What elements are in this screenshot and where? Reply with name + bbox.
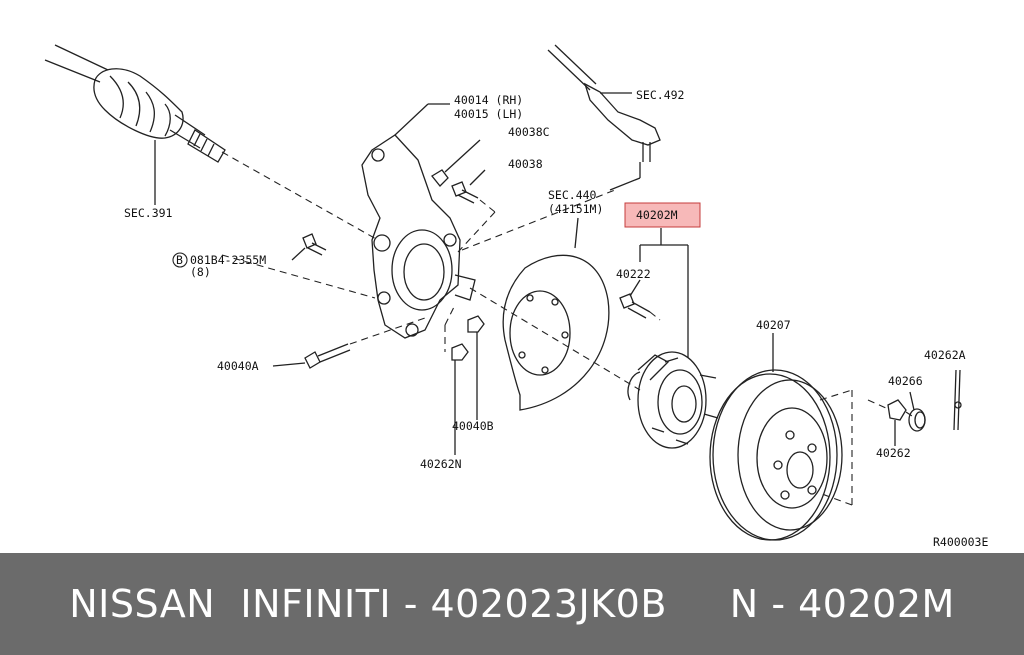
bolt-40040a — [272, 343, 351, 369]
label-41151m: (41151M) — [548, 202, 603, 216]
leader-40202m — [629, 228, 689, 358]
drive-shaft — [44, 44, 226, 163]
label-40038: 40038 — [508, 157, 543, 171]
steering-knuckle — [361, 103, 476, 339]
label-40038c: 40038C — [508, 125, 550, 139]
bolt-40038 — [451, 169, 486, 204]
label-40262: 40262 — [876, 446, 911, 460]
label-sec440: SEC.440 — [548, 188, 597, 202]
assembly-lines — [221, 151, 913, 506]
label-ref-code: R400003E — [933, 535, 988, 549]
label-40222: 40222 — [616, 267, 651, 281]
label-sec492: SEC.492 — [636, 88, 684, 102]
cap-40266 — [908, 391, 926, 432]
label-40266: 40266 — [888, 374, 923, 388]
cap-40038c — [431, 139, 481, 187]
footer-banner: NISSAN INFINITI - 402023JK0B N - 40202M — [0, 553, 1024, 655]
label-bolt-qty: (8) — [190, 265, 211, 279]
tie-rod-end — [547, 44, 661, 162]
label-sec391: SEC.391 — [124, 206, 173, 220]
hub-assembly — [627, 351, 719, 449]
highlight-40202m — [624, 202, 701, 228]
label-bolt-marker: B — [176, 253, 183, 267]
nut-40262n — [451, 343, 469, 455]
label-40014: 40014 (RH) — [454, 93, 523, 107]
cotter-pin-40262a — [953, 369, 962, 431]
label-40262n: 40262N — [420, 457, 462, 471]
nut-40262 — [887, 399, 907, 446]
label-40262a: 40262A — [924, 348, 966, 362]
label-40202m: 40202M — [636, 208, 678, 222]
bolt-40222 — [619, 293, 651, 319]
label-40040b: 40040B — [452, 419, 494, 433]
exploded-view-diagram: SEC.391 40014 (RH) 40015 (LH) 40038C 400… — [44, 44, 988, 549]
dust-shield — [502, 217, 610, 411]
leader-sec440 — [609, 177, 641, 191]
label-40040a: 40040A — [217, 359, 259, 373]
label-40015: 40015 (LH) — [454, 107, 523, 121]
bolt-081b4 — [291, 233, 327, 261]
label-081b4: 081B4-2355M — [190, 253, 266, 267]
bolt-marker-circle — [172, 252, 188, 268]
footer-part-number: NISSAN INFINITI - 402023JK0B N - 40202M — [69, 582, 955, 626]
nut-40040b — [467, 315, 485, 420]
label-40207: 40207 — [756, 318, 791, 332]
brake-rotor — [709, 333, 843, 541]
